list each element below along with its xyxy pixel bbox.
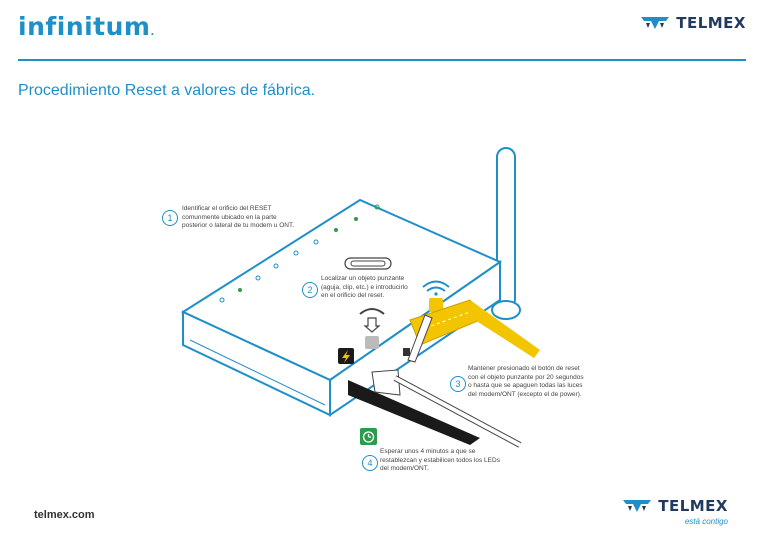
infinitum-logo: infinitum. <box>18 12 155 41</box>
step-4-line-2: restablezcan y estabilicen todos los LED… <box>380 456 500 464</box>
step-1-line-1: Identificar el orificio del RESET <box>182 205 272 212</box>
step-1-line-3: posterior o lateral de tu modem u ONT. <box>182 222 294 229</box>
black-power-cable <box>348 380 480 445</box>
step-2-text: Localizar un objeto punzante (aguja, cli… <box>321 275 408 301</box>
step-2-line-3: en el orificio del reset. <box>321 292 385 299</box>
telmex-logo-top: TELMEX <box>640 14 746 32</box>
antenna <box>491 147 521 320</box>
step-2-number: 2 <box>302 282 318 298</box>
step-3-line-1: Mantener presionado el botón de reset <box>468 365 580 372</box>
step-3-text: Mantener presionado el botón de reset co… <box>468 365 584 399</box>
timer-icon <box>360 428 377 445</box>
step-1-text: Identificar el orificio del RESET comunm… <box>182 205 294 231</box>
wifi-icon <box>422 280 450 296</box>
step-4-text: Esperar unos 4 minutos a que se restable… <box>380 448 500 474</box>
telmex-emblem-icon <box>641 17 670 29</box>
step-4-line-1: Esperar unos 4 minutos a que se <box>380 448 476 455</box>
step-4-number: 4 <box>362 455 378 471</box>
needle-tool <box>407 314 433 363</box>
telmex-emblem-icon <box>623 500 652 512</box>
paperclip-icon <box>344 257 392 270</box>
telmex-logo-bottom-text: TELMEX <box>658 497 728 515</box>
yellow-port-icon <box>429 298 443 312</box>
router-body <box>180 198 503 417</box>
telmex-logo-bottom: TELMEX está contigo <box>622 497 728 526</box>
page-title: Procedimiento Reset a valores de fábrica… <box>18 82 316 99</box>
step-1-line-2: comunmente ubicado en la parte <box>182 213 277 221</box>
telmex-tagline: está contigo <box>684 517 728 526</box>
step-2-line-1: Localizar un objeto punzante <box>321 275 405 282</box>
footer-url[interactable]: telmex.com <box>34 509 95 521</box>
step-3-line-3: o hasta que se apaguen todas las luces <box>468 382 583 389</box>
phone-port-icon <box>359 308 385 349</box>
step-2-line-2: (aguja, clip, etc.) e introducirlo <box>321 283 408 291</box>
white-ethernet-cable <box>371 369 522 448</box>
reset-hole <box>403 348 410 356</box>
step-3-line-2: con el objeto punzante por 20 segundos <box>468 373 584 381</box>
step-4-line-3: del modem/ONT. <box>380 465 429 472</box>
header-divider <box>18 59 746 61</box>
step-3-number: 3 <box>450 376 466 392</box>
telmex-logo-top-text: TELMEX <box>676 14 746 32</box>
step-1-number: 1 <box>162 210 178 226</box>
step-3-line-4: del modem/ONT (excepto el de power). <box>468 390 582 398</box>
led-indicators <box>219 204 380 303</box>
power-lightning-icon <box>338 348 354 364</box>
infinitum-logo-text: infinitum <box>18 12 151 41</box>
